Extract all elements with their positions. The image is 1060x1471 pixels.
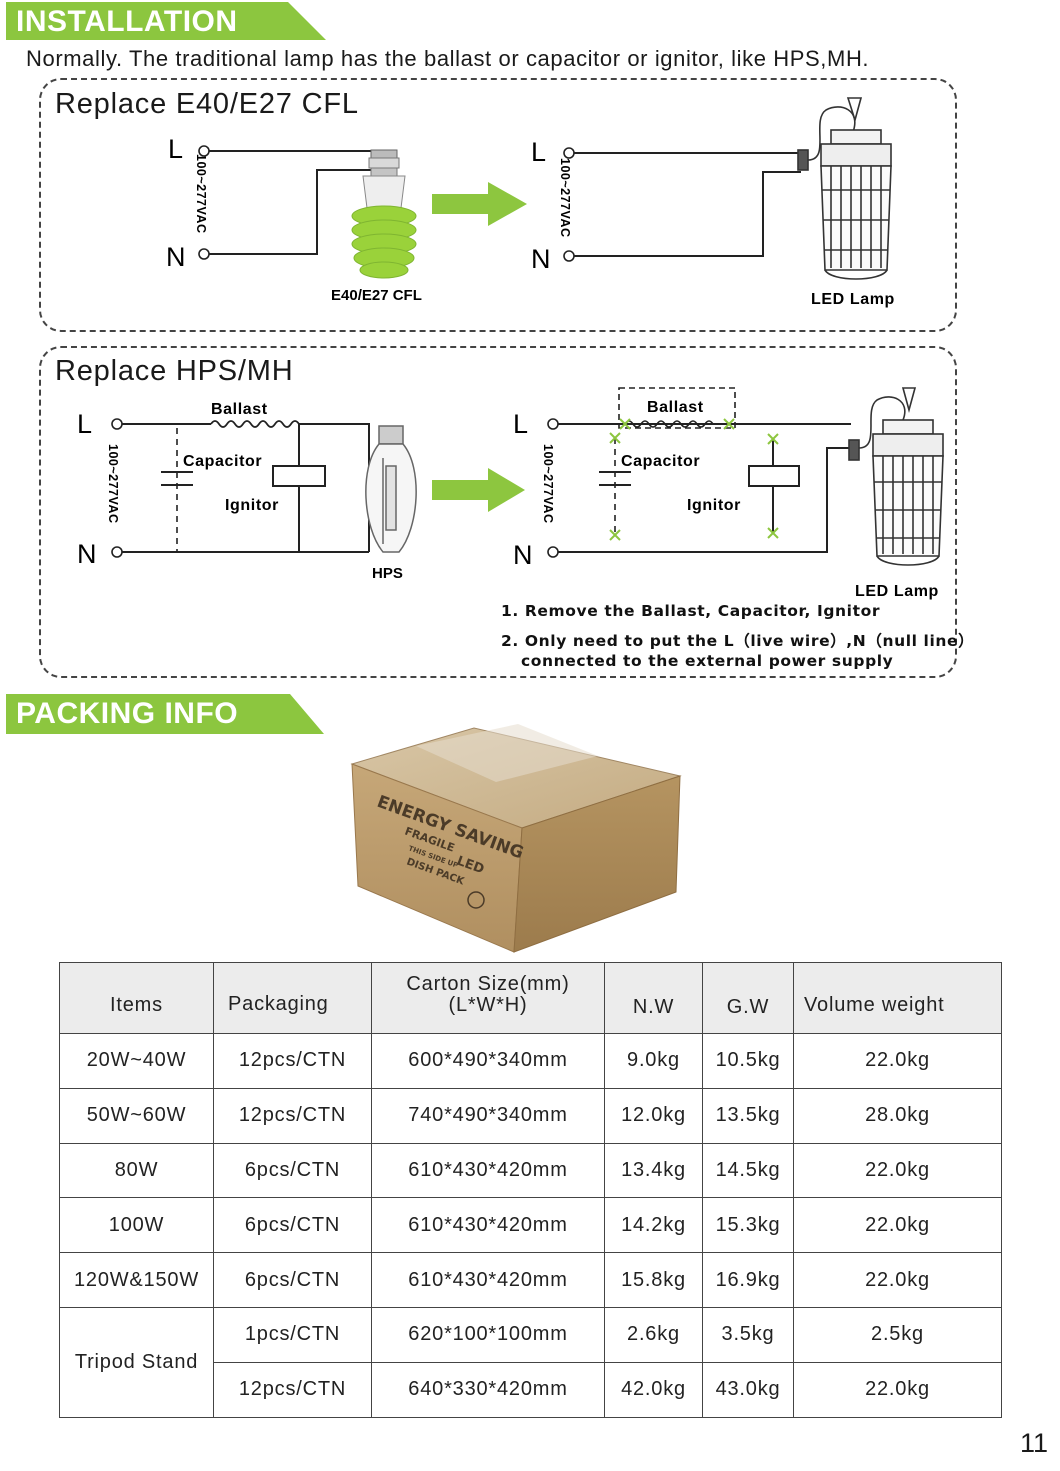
hps-ignitor-box [272, 465, 326, 487]
cfl-panel-title: Replace E40/E27 CFL [55, 88, 359, 120]
hps-right-neutral-terminal [547, 546, 559, 558]
col-carton-size: Carton Size(mm)(L*W*H) [371, 962, 605, 1034]
table-row: 20W~40W 12pcs/CTN 600*490*340mm 9.0kg 10… [59, 1033, 1002, 1089]
hps-note-3: connected to the external power supply [521, 652, 894, 670]
hps-right-neutral-wire [558, 447, 851, 553]
hps-right-voltage-label: 100~277VAC [541, 444, 555, 523]
cfl-replacement-panel: Replace E40/E27 CFL L N 100~277VAC E40/E… [39, 78, 957, 332]
col-gw: G.W [702, 962, 794, 1034]
hps-live-terminal [111, 418, 123, 430]
hps-right-live-label: L [513, 409, 528, 439]
hps-ballast-coil [210, 420, 300, 428]
installation-intro: Normally. The traditional lamp has the b… [26, 46, 870, 71]
carton-box-image: ENERGY SAVING LED FRAGILE THIS SIDE UP D… [350, 724, 682, 953]
cfl-bulb-icon [351, 149, 417, 279]
hps-wiring-diagram: L N 100~277VAC Ballast Capacitor Ignitor… [77, 387, 944, 600]
hps-right-ballast-removed [618, 387, 736, 429]
installation-banner: INSTALLATION [6, 2, 328, 40]
packing-banner-shape [6, 694, 324, 734]
tripod-item-cell: Tripod Stand [59, 1306, 214, 1418]
hps-panel-title: Replace HPS/MH [55, 355, 294, 387]
col-items: Items [59, 962, 214, 1034]
hps-capacitor-label: Capacitor [183, 453, 262, 470]
hps-right-neutral-label: N [513, 540, 533, 570]
col-volume-weight: Volume weight [793, 962, 1002, 1034]
hps-voltage-label: 100~277VAC [106, 444, 120, 523]
cfl-neutral-wire [209, 169, 371, 255]
cfl-neutral-terminal [198, 248, 210, 260]
recycle-icon [467, 891, 485, 909]
page-number: 11 [1020, 1428, 1049, 1458]
table-row: 80W 6pcs/CTN 610*430*420mm 13.4kg 14.5kg… [59, 1142, 1002, 1199]
banner-shape [6, 2, 326, 40]
table-row: 50W~60W 12pcs/CTN 740*490*340mm 12.0kg 1… [59, 1087, 1002, 1144]
hps-replace-arrow [432, 468, 525, 512]
hps-right-live-terminal [547, 418, 559, 430]
hps-note-1: 1. Remove the Ballast, Capacitor, Ignito… [501, 602, 881, 620]
table-row: Tripod Stand 1pcs/CTN 620*100*100mm 2.6k… [59, 1306, 1002, 1418]
cfl-live-label: L [168, 134, 183, 164]
cfl-wiring-diagram: L N 100~277VAC E40/E27 CFL L N 100~277VA… [166, 97, 895, 308]
cfl-voltage-label: 100~277VAC [194, 154, 208, 233]
packing-header: PACKING INFO [16, 697, 239, 730]
cfl-neutral-label: N [166, 242, 186, 272]
hps-right-ballast-label: Ballast [647, 399, 704, 416]
cfl-right-neutral-terminal [563, 250, 575, 262]
hps-neutral-label: N [77, 539, 97, 569]
hps-ballast-label: Ballast [211, 401, 268, 418]
cfl-replace-arrow [432, 182, 527, 226]
hps-ignitor-label: Ignitor [225, 497, 279, 514]
table-row: 120W&150W 6pcs/CTN 610*430*420mm 15.8kg … [59, 1252, 1002, 1308]
cfl-right-neutral-wire [574, 171, 801, 257]
hps-neutral-terminal [111, 546, 123, 558]
cfl-old-lamp-label: E40/E27 CFL [331, 287, 422, 304]
installation-header: INSTALLATION [16, 5, 238, 38]
hps-right-capacitor-label: Capacitor [621, 453, 700, 470]
hps-new-lamp-label: LED Lamp [855, 583, 939, 600]
col-nw: N.W [604, 962, 703, 1034]
hps-old-lamp-label: HPS [372, 565, 403, 582]
hps-led-lamp-icon [848, 387, 944, 566]
hps-right-ignitor-label: Ignitor [687, 497, 741, 514]
packing-table: Items Packaging Carton Size(mm)(L*W*H) N… [59, 962, 1002, 1418]
hps-live-label: L [77, 409, 92, 439]
cfl-right-voltage-label: 100~277VAC [558, 158, 572, 237]
table-header-row: Items Packaging Carton Size(mm)(L*W*H) N… [59, 962, 1002, 1034]
hps-lamp-icon [365, 425, 417, 553]
cfl-new-lamp-label: LED Lamp [811, 291, 895, 308]
packing-banner: PACKING INFO [6, 694, 326, 734]
col-packaging: Packaging [213, 962, 372, 1034]
cfl-right-live-terminal [563, 147, 575, 159]
table-row: 100W 6pcs/CTN 610*430*420mm 14.2kg 15.3k… [59, 1197, 1002, 1254]
cfl-right-live-label: L [531, 137, 546, 167]
cfl-live-terminal [198, 145, 210, 157]
cut-mark-icons [609, 418, 779, 541]
hps-note-2: 2. Only need to put the L（live wire）,N（n… [501, 632, 975, 650]
hps-replacement-panel: Replace HPS/MH L N 100~277VAC Ballast Ca… [39, 346, 974, 678]
cfl-right-neutral-label: N [531, 244, 551, 274]
table-row: 12pcs/CTN 640*330*420mm 42.0kg 43.0kg 22… [60, 1361, 1002, 1418]
led-lamp-icon [797, 97, 892, 280]
